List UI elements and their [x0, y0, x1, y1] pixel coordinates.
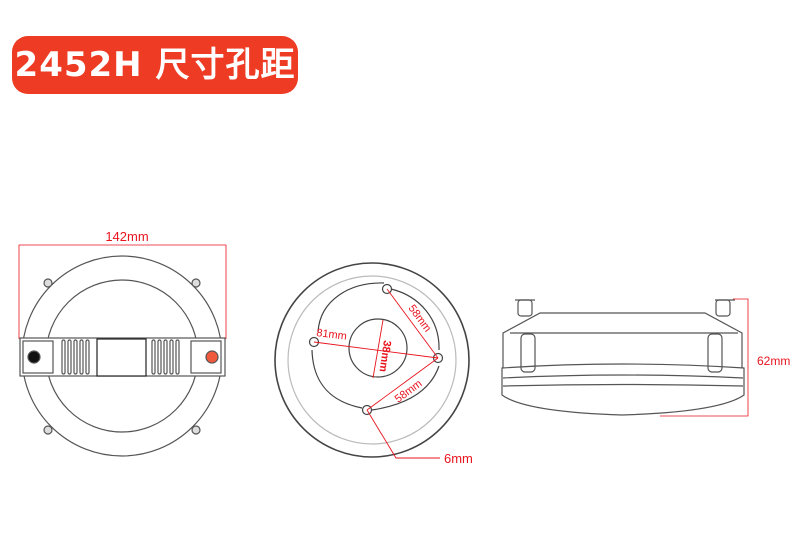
fins	[61, 339, 180, 375]
hole-span-label: 81mm	[316, 327, 348, 343]
front-view	[19, 255, 226, 457]
height-label: 62mm	[757, 354, 790, 368]
hole-diameter-label: 6mm	[444, 451, 473, 466]
ear-holes	[43, 278, 201, 435]
red-terminal	[205, 350, 219, 364]
front-width-dimension	[18, 244, 227, 339]
title-badge: 2452H 尺寸孔距	[12, 36, 298, 94]
black-terminal	[27, 350, 41, 364]
side-view	[501, 299, 745, 416]
mount-view	[274, 262, 470, 458]
height-dimension	[660, 298, 749, 417]
center-hole-label: 38mm	[377, 340, 393, 373]
width-label: 142mm	[105, 229, 148, 244]
hole-spacing-top-label: 58mm	[406, 303, 434, 335]
mount-dimensions	[313, 288, 440, 459]
